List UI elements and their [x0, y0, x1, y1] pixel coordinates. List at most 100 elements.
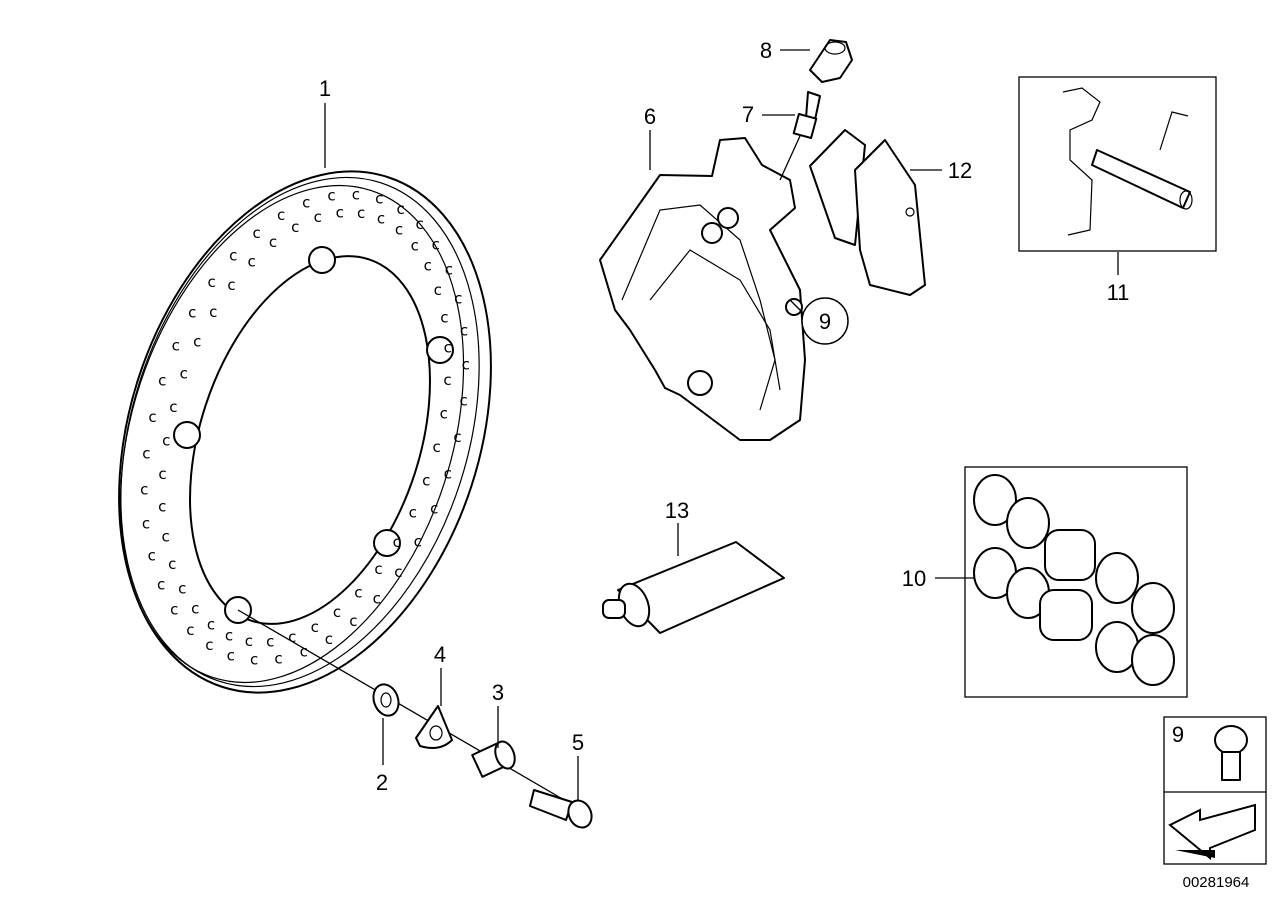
rotor-hole: c: [148, 547, 156, 565]
rotor-hole: c: [277, 206, 285, 224]
rotor-hole: c: [205, 636, 213, 654]
rotor-hole: c: [325, 630, 333, 648]
bleeder-cap: [809, 39, 853, 83]
rotor-hole: c: [170, 600, 178, 618]
seal-rings: [973, 474, 1175, 686]
rotor-hole: c: [142, 445, 150, 463]
bolt: [529, 789, 593, 829]
rotor-hole: c: [168, 555, 176, 573]
rotor-hole: c: [140, 480, 148, 498]
rotor-hole: c: [375, 190, 383, 208]
rotor-hole: c: [302, 194, 310, 212]
rotor-hole: c: [424, 257, 432, 275]
rotor-hole: c: [158, 372, 166, 390]
rotor-hole: c: [373, 590, 381, 608]
rotor-hole: c: [432, 236, 440, 254]
rotor-hole: c: [193, 333, 201, 351]
rotor-hole: c: [434, 281, 442, 299]
clip-kit-box: [1018, 76, 1217, 252]
rotor-hole: c: [432, 438, 440, 456]
rotor-hole: c: [443, 371, 451, 389]
callout-7: 7: [742, 102, 754, 127]
callout-6: 6: [644, 104, 656, 129]
rotor-hole: c: [247, 252, 255, 270]
rotor-hole: c: [459, 392, 467, 410]
rotor-hole: c: [180, 365, 188, 383]
seal-kit-box: [964, 466, 1188, 698]
rotor-hole: c: [209, 303, 217, 321]
rotor-hole: c: [274, 649, 282, 667]
callout-1: 1: [319, 76, 331, 101]
rotor-hole: c: [462, 356, 470, 374]
rotor-hole: c: [357, 204, 365, 222]
callout-3: 3: [492, 680, 504, 705]
rotor-hole: c: [411, 236, 419, 254]
rotor-hole: c: [158, 497, 166, 515]
rotor-hole: c: [453, 428, 461, 446]
rotor-hole: c: [422, 471, 430, 489]
rotor-hole: c: [311, 618, 319, 636]
rotor-hole: c: [430, 500, 438, 518]
screw-icon: [1214, 725, 1248, 781]
rotor-hole: c: [225, 626, 233, 644]
rotor-hole: c: [252, 224, 260, 242]
spring-clip: [1062, 87, 1189, 236]
rotor-hole: c: [288, 628, 296, 646]
spacer-bushing: [471, 740, 516, 778]
brake-pads: [809, 129, 926, 296]
arrow-icon: [1168, 803, 1256, 861]
rotor-hole: c: [352, 185, 360, 203]
rotor-hole: c: [172, 337, 180, 355]
rotor-hole: c: [169, 398, 177, 416]
rotor-hole: c: [250, 651, 258, 669]
callout-2: 2: [376, 770, 388, 795]
rotor-hole: c: [377, 210, 385, 228]
rotor-hole: c: [158, 465, 166, 483]
rotor-hole: c: [161, 528, 169, 546]
rotor-hole: c: [395, 221, 403, 239]
rotor-hole: c: [394, 563, 402, 581]
pad-retaining-pin: [1091, 149, 1193, 210]
rotor-hole: c: [269, 233, 277, 251]
rotor-hole: c: [374, 560, 382, 578]
legend-callout-9: 9: [1172, 722, 1184, 747]
washer: [372, 683, 400, 717]
rotor-hole: c: [349, 612, 357, 630]
rotor-hole: c: [460, 321, 468, 339]
rotor-hole: c: [396, 200, 404, 218]
rotor-hole: c: [336, 203, 344, 221]
rotor-hole: c: [148, 408, 156, 426]
bleeder-valve: [792, 91, 821, 139]
callout-8: 8: [760, 38, 772, 63]
callout-9: 9: [819, 309, 831, 334]
rotor-hole: c: [415, 215, 423, 233]
rotor-hole: c: [333, 603, 341, 621]
rotor-hole: c: [314, 208, 322, 226]
rotor-hole: c: [291, 218, 299, 236]
tab-washer: [415, 705, 453, 749]
rotor-hole: c: [300, 642, 308, 660]
rotor-hole: c: [191, 600, 199, 618]
rotor-hole: c: [227, 276, 235, 294]
legend-box: [1163, 716, 1267, 865]
rotor-hole: c: [444, 339, 452, 357]
rotor-hole: c: [227, 646, 235, 664]
rotor-hole: c: [207, 273, 215, 291]
rotor-hole: c: [445, 261, 453, 279]
caliper-pistons: [1039, 529, 1096, 641]
rotor-hole: c: [454, 289, 462, 307]
rotor-hole: c: [229, 246, 237, 264]
brake-caliper: [599, 137, 806, 441]
rotor-hole: c: [444, 464, 452, 482]
rotor-hole: c: [157, 575, 165, 593]
grease-tube: [602, 541, 785, 634]
rotor-hole: c: [178, 579, 186, 597]
rotor-hole: c: [409, 503, 417, 521]
rotor-hole: c: [354, 584, 362, 602]
callout-5: 5: [572, 730, 584, 755]
rotor-hole: c: [266, 633, 274, 651]
callout-10: 10: [902, 566, 926, 591]
rotor-hole: c: [142, 515, 150, 533]
